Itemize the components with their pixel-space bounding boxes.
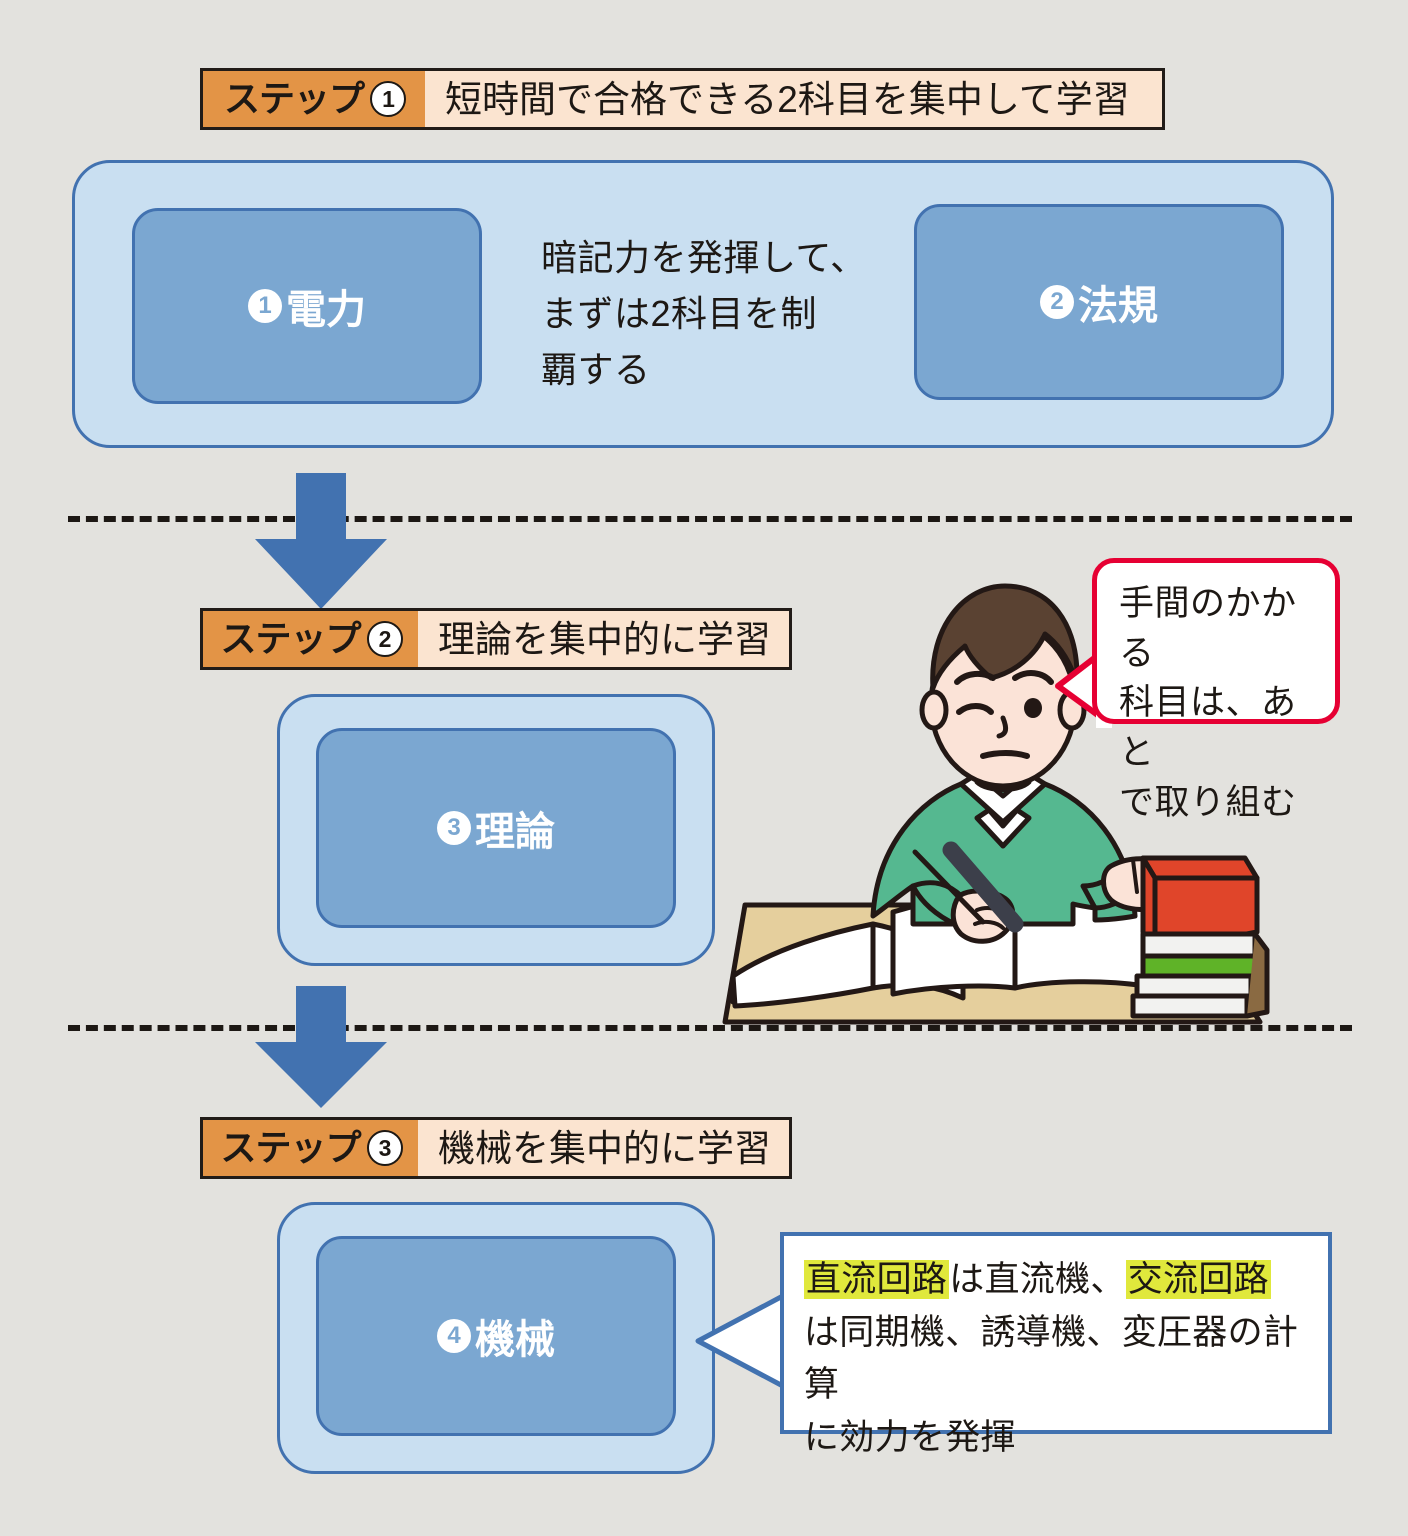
subject-label-machine: 機械 xyxy=(475,1318,555,1362)
subject-box-power[interactable]: 1 電力 xyxy=(132,208,482,404)
step-number-badge-1: 1 xyxy=(370,81,406,117)
step-band-2: ステップ 2 理論を集中的に学習 xyxy=(200,608,792,670)
step-number-badge-3: 3 xyxy=(366,1130,403,1166)
subject-number-badge-theory: 3 xyxy=(437,811,471,845)
callout-highlight-ac: 交流回路 xyxy=(1125,1260,1271,1299)
subject-label-law: 法規 xyxy=(1078,284,1158,328)
step-tag-3: ステップ 3 xyxy=(203,1120,418,1176)
section-divider-2 xyxy=(68,1025,1352,1031)
callout-highlight-dc: 直流回路 xyxy=(804,1260,950,1299)
machine-callout-rest: は同期機、誘導機、変圧器の計算 に効力を発揮 xyxy=(804,1312,1299,1457)
step-tag-label-1: ステップ xyxy=(223,78,365,119)
subject-box-law[interactable]: 2 法規 xyxy=(914,204,1284,400)
subject-label-power: 電力 xyxy=(286,288,366,332)
subject-number-badge-machine: 4 xyxy=(437,1319,471,1353)
step-title-3: 機械を集中的に学習 xyxy=(438,1127,771,1169)
step-tag-1: ステップ 1 xyxy=(203,71,425,127)
machine-callout-bubble: 直流回路は直流機、交流回路 は同期機、誘導機、変圧器の計算 に効力を発揮 xyxy=(780,1232,1332,1457)
character-speech-bubble: 手間のかかる 科目は、あと で取り組む xyxy=(1092,558,1340,822)
step-band-1: ステップ 1 短時間で合格できる2科目を集中して学習 xyxy=(200,68,1165,130)
flow-arrow-1 xyxy=(255,473,387,609)
step-tag-label-3: ステップ xyxy=(220,1127,361,1168)
student-studying-illustration xyxy=(722,583,1270,1025)
subject-number-badge-law: 2 xyxy=(1040,285,1074,319)
callout-mid-dc: は直流機、 xyxy=(949,1260,1126,1299)
step-title-1: 短時間で合格できる2科目を集中して学習 xyxy=(445,78,1130,120)
subject-box-machine[interactable]: 4 機械 xyxy=(316,1236,676,1436)
machine-callout-line-1: 直流回路は直流機、交流回路 xyxy=(804,1254,1312,1307)
step-tag-2: ステップ 2 xyxy=(203,611,418,667)
step-tag-label-2: ステップ xyxy=(220,618,361,659)
subject-number-badge-power: 1 xyxy=(248,289,282,323)
flow-arrow-2 xyxy=(255,986,387,1108)
step-title-2: 理論を集中的に学習 xyxy=(438,618,771,660)
subject-box-theory[interactable]: 3 理論 xyxy=(316,728,676,928)
step-number-badge-2: 2 xyxy=(366,621,403,657)
step-band-3: ステップ 3 機械を集中的に学習 xyxy=(200,1117,792,1179)
section-divider-1 xyxy=(68,516,1352,522)
subject-label-theory: 理論 xyxy=(475,810,555,854)
step1-note: 暗記力を発揮して、 まずは2科目を制 覇する xyxy=(541,237,867,390)
